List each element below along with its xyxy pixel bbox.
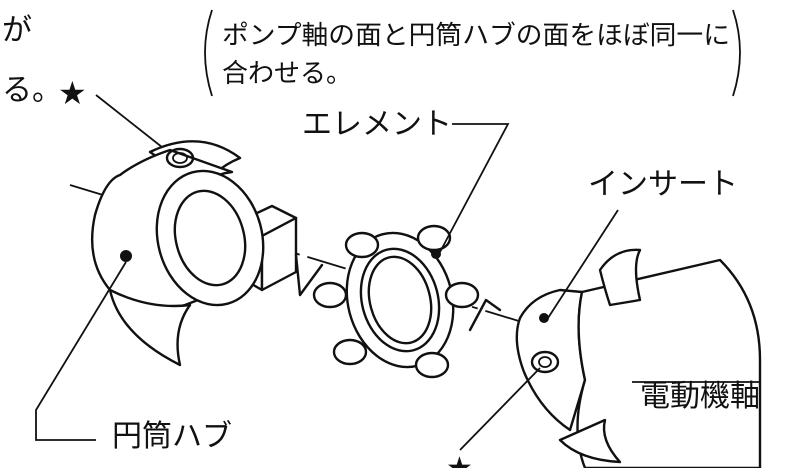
insert-hub [515,248,762,468]
corner-text-top: が [2,13,32,48]
note-line-1: ポンプ軸の面と円筒ハブの面をほぼ同一に [222,21,730,51]
label-motor-shaft: 電動機軸 [640,379,760,414]
note-line-2: 合わせる。 [222,59,352,89]
insert-reference-dot [539,313,549,323]
star-mark-bottom: ★ [446,451,473,468]
element-reference-dot [431,249,441,259]
leader-element [439,123,510,253]
leader-insert [547,209,619,319]
corner-text-bottom: る。 [2,73,62,108]
label-insert: インサート [588,167,738,202]
leader-cylinder-hub [35,261,127,441]
axis-connector-1 [294,253,324,297]
star-mark-top: ★ [58,74,87,112]
leader-star-bottom [459,367,541,451]
axis-connector-2 [468,298,502,332]
spider-element [312,224,480,379]
cylinder-hub [90,140,298,367]
leader-star-top [95,94,173,156]
note-bracket-left [204,9,213,97]
label-element: エレメント [302,107,452,142]
note-bracket-right [732,9,741,97]
label-cylinder-hub: 円筒ハブ [112,419,232,454]
hub-reference-dot [120,250,132,262]
